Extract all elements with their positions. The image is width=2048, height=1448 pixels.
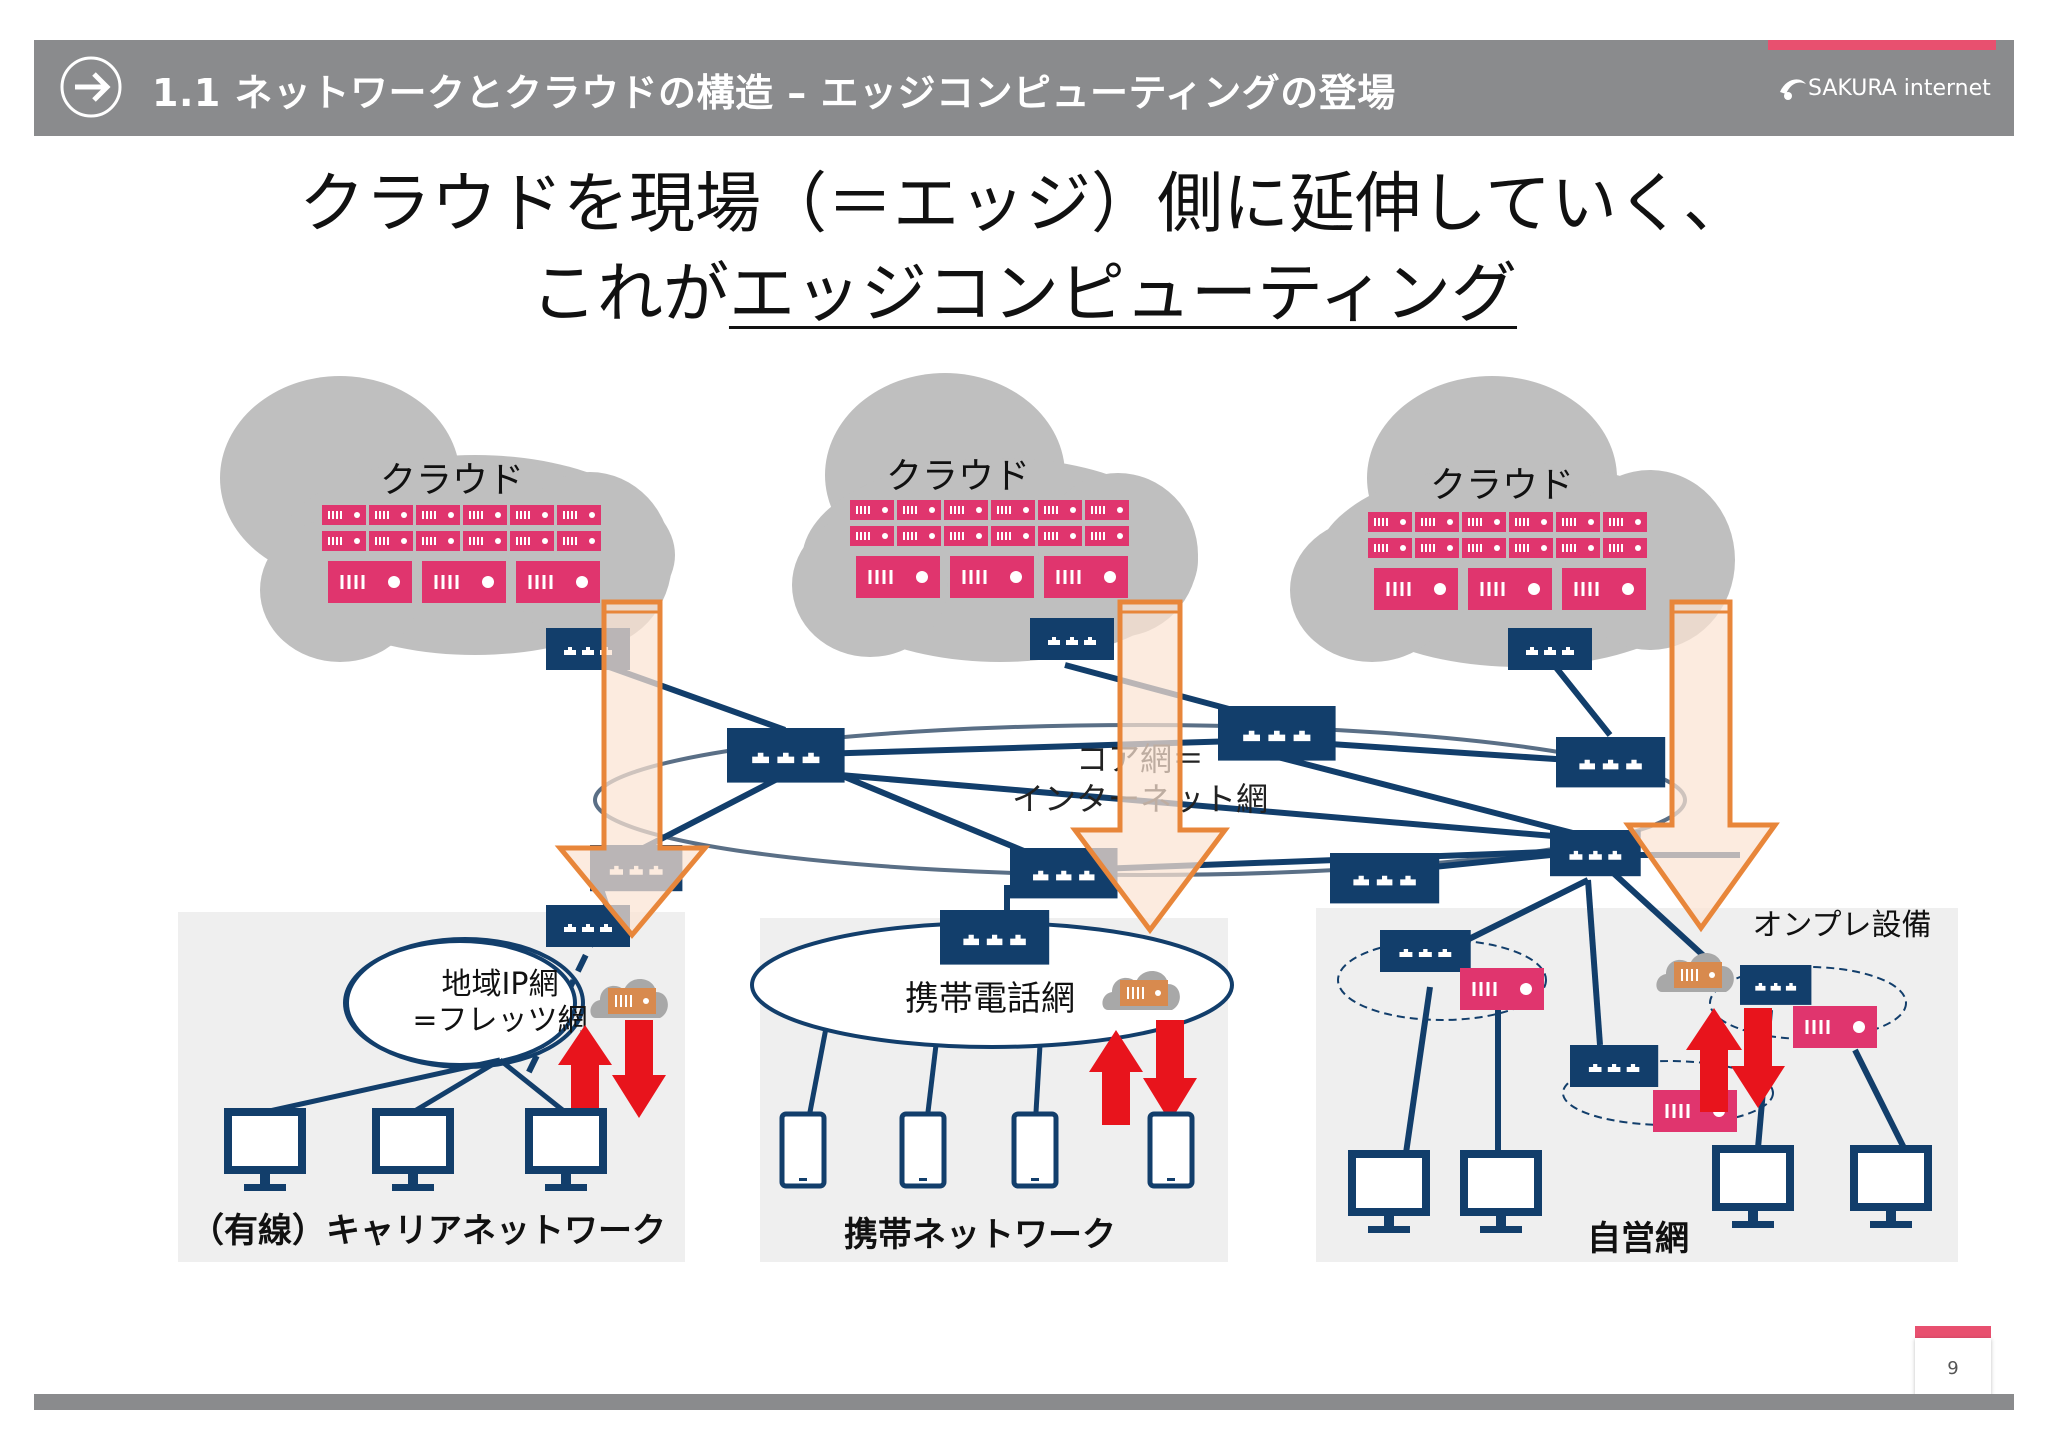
headline-prefix: これが <box>530 255 729 332</box>
private-network-title: 自営網 <box>1587 1219 1689 1259</box>
switch-core-2 <box>1218 706 1336 761</box>
headline-keyword: エッジコンピューティング <box>728 255 1518 332</box>
private-server-2 <box>1791 1004 1879 1050</box>
mobile-network-label: 携帯電話網 <box>905 979 1075 1019</box>
edge-extension-arrow-2 <box>1070 599 1230 935</box>
switch-private-3 <box>1740 965 1812 1005</box>
cloud-label-2: クラウド <box>886 456 1030 497</box>
switch-core-6 <box>1550 830 1641 877</box>
sakura-internet-logo: SAKURA internet <box>1776 64 1996 112</box>
footer-bar <box>34 1394 2014 1410</box>
latency-arrows-1 <box>558 1020 666 1120</box>
page-number: 9 <box>1947 1358 1959 1379</box>
tablet-3 <box>1014 1114 1056 1186</box>
carrier-network-title: （有線）キャリアネットワーク <box>190 1211 666 1251</box>
regional-network-label-1: 地域IP網 <box>442 967 559 1002</box>
edge-extension-arrow-1 <box>554 599 711 939</box>
switch-core-3 <box>1556 737 1666 788</box>
switch-cloud-2 <box>1030 618 1114 660</box>
cloud-label-3: クラウド <box>1430 465 1574 506</box>
edge-extension-arrow-3 <box>1623 599 1780 933</box>
page-number-card: 9 <box>1915 1338 1991 1400</box>
tablet-4 <box>1150 1114 1192 1186</box>
mobile-network-title: 携帯ネットワーク <box>844 1215 1116 1255</box>
switch-cloud-3 <box>1508 628 1592 670</box>
slide-title: 1.1 ネットワークとクラウドの構造 – エッジコンピューティングの登場 <box>152 71 1396 115</box>
switch-core-5 <box>1330 853 1440 904</box>
switch-core-1 <box>727 728 845 783</box>
slide-header-bar: 1.1 ネットワークとクラウドの構造 – エッジコンピューティングの登場 <box>34 40 2014 136</box>
private-server-1 <box>1458 966 1546 1012</box>
switch-private-1 <box>1380 930 1471 972</box>
latency-arrows-3 <box>1686 1008 1785 1112</box>
carrier-fan-links <box>264 1057 567 1115</box>
headline-line-2: これがエッジコンピューティング <box>0 240 2048 336</box>
footer-accent <box>1915 1326 1991 1338</box>
cloud-label-1: クラウド <box>380 460 524 501</box>
switch-edge-mobile <box>940 910 1050 965</box>
arrow-right-icon <box>60 56 122 118</box>
logo-text: SAKURA internet <box>1808 76 1991 101</box>
latency-arrows-2 <box>1089 1020 1197 1125</box>
tablet-2 <box>902 1114 944 1186</box>
onprem-label: オンプレ設備 <box>1752 908 1931 943</box>
regional-network-label-2: =フレッツ網 <box>412 1003 587 1038</box>
tablet-1 <box>782 1114 824 1186</box>
headline-line-1: クラウドを現場（＝エッジ）側に延伸していく、 <box>298 165 1750 242</box>
switch-private-2 <box>1570 1045 1659 1087</box>
accent-bar <box>1768 40 1996 50</box>
sakura-logo-icon <box>1780 79 1806 100</box>
